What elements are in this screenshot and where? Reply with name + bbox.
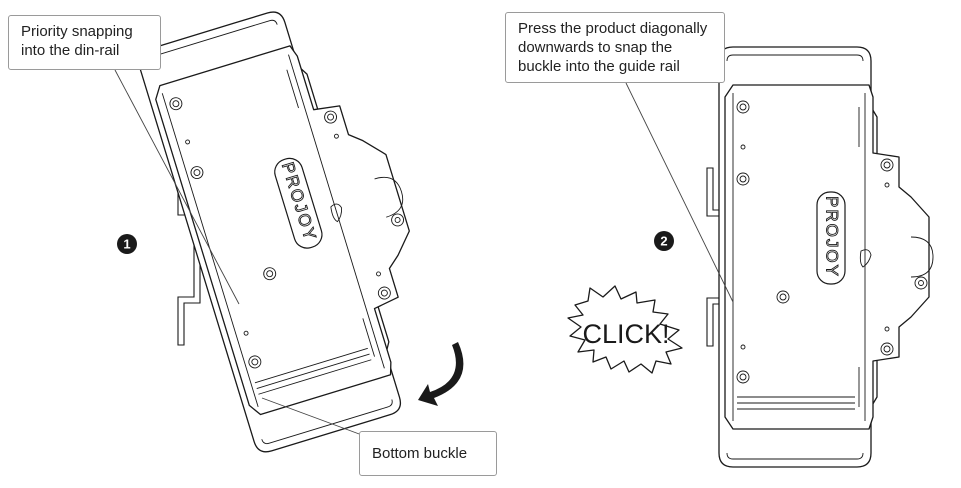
leader-press-diagonally (625, 82, 734, 303)
click-label: CLICK! (582, 319, 669, 349)
breaker-tilted-step-one: PROJOY (134, 0, 464, 456)
brand-label-right: PROJOY (823, 196, 842, 278)
leader-bottom-buckle (261, 397, 371, 439)
callout-press-diagonally: Press the product diagonally downwards t… (505, 12, 725, 83)
callout-bottom-buckle: Bottom buckle (359, 431, 497, 476)
click-burst: CLICK! (567, 285, 683, 374)
svg-text:1: 1 (123, 237, 130, 252)
svg-text:2: 2 (660, 234, 667, 249)
rotation-arrow (418, 342, 464, 406)
step-marker-two: 2 (654, 231, 674, 251)
leader-priority-snapping (114, 69, 240, 305)
breaker-snapped-step-two: PROJOY (706, 46, 934, 468)
step-marker-one: 1 (117, 234, 137, 254)
callout-priority-snapping: Priority snapping into the din-rail (8, 15, 161, 70)
